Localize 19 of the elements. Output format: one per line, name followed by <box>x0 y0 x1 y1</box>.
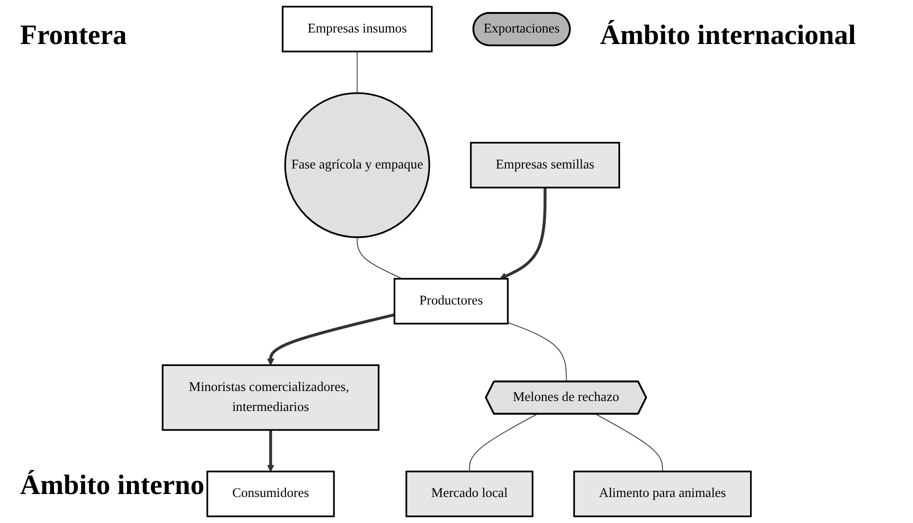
node-box: Productores <box>393 278 508 324</box>
connector <box>595 414 663 472</box>
arrow <box>266 313 395 366</box>
node-box: Mercado local <box>405 470 534 518</box>
node-box: Minoristas comercializadores, intermediarios <box>162 364 380 431</box>
arrow <box>266 430 274 472</box>
node-box: Empresas insumos <box>282 6 432 52</box>
connector <box>356 236 402 280</box>
node-circle: Fase agrícola y empaque <box>284 92 430 238</box>
node-box: Empresas semillas <box>470 142 620 188</box>
region-heading: Ámbito internacional <box>600 20 856 52</box>
arrow <box>499 188 546 280</box>
region-heading: Ámbito interno <box>20 470 204 502</box>
node-box: Alimento para animales <box>572 470 752 518</box>
connector <box>507 322 567 382</box>
node-box: Consumidores <box>206 470 334 518</box>
connector <box>356 51 358 94</box>
connector <box>468 414 538 472</box>
region-heading: Frontera <box>20 20 127 52</box>
